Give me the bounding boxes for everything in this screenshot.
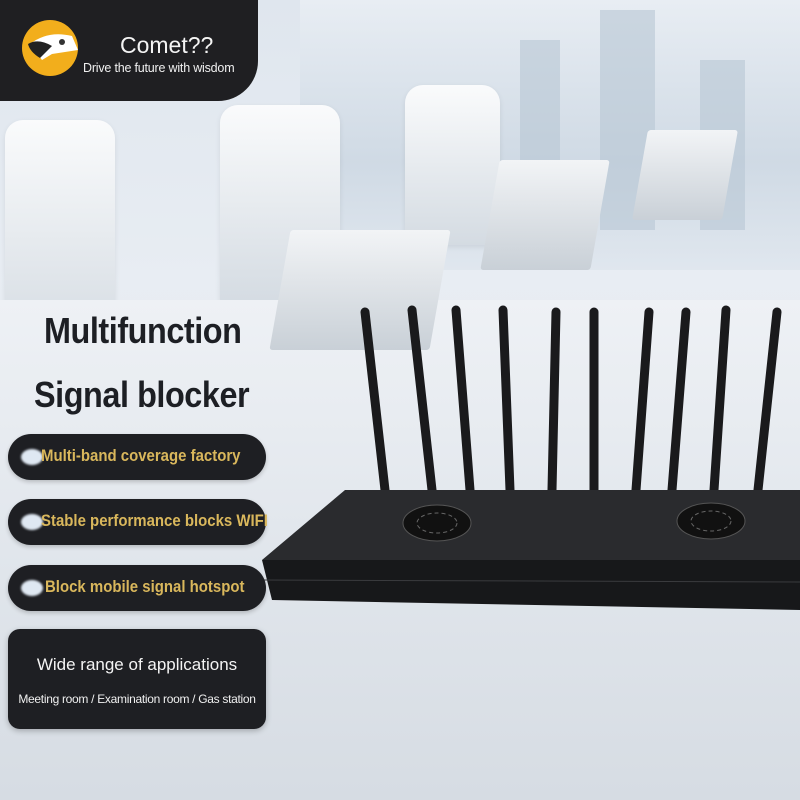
feature-pill: Block mobile signal hotspot — [8, 565, 266, 611]
feature-label: Multi-band coverage factory — [41, 446, 241, 465]
feature-pill: Multi-band coverage factory — [8, 434, 266, 480]
antenna — [753, 307, 782, 495]
fan-icon — [676, 502, 746, 540]
bullet-icon — [21, 449, 43, 465]
applications-list: Meeting room / Examination room / Gas st… — [18, 692, 256, 706]
headline-line1: Multifunction — [44, 310, 242, 351]
antenna — [547, 307, 561, 495]
feature-pill: Stable performance blocks WIFI — [8, 499, 268, 545]
eagle-head-icon — [22, 20, 78, 76]
applications-panel: Wide range of applications Meeting room … — [8, 629, 266, 729]
bullet-icon — [21, 514, 43, 530]
bullet-icon — [21, 580, 43, 596]
antenna — [360, 307, 390, 495]
chair — [405, 85, 500, 245]
feature-label: Block mobile signal hotspot — [45, 577, 245, 596]
headline-line2: Signal blocker — [34, 374, 250, 415]
device-top — [262, 490, 800, 560]
antenna — [667, 307, 691, 495]
device-front — [262, 560, 800, 610]
brand-name: Comet?? — [120, 32, 214, 58]
applications-title: Wide range of applications — [36, 655, 238, 674]
brand-header: Comet?? Drive the future with wisdom — [0, 0, 258, 101]
antenna — [631, 307, 654, 495]
antenna — [709, 305, 731, 495]
brand-tagline: Drive the future with wisdom — [83, 61, 235, 75]
antenna — [451, 305, 475, 495]
fan-icon — [402, 504, 472, 542]
antenna — [407, 305, 437, 495]
antenna — [498, 305, 515, 495]
feature-label: Stable performance blocks WIFI — [41, 511, 268, 530]
